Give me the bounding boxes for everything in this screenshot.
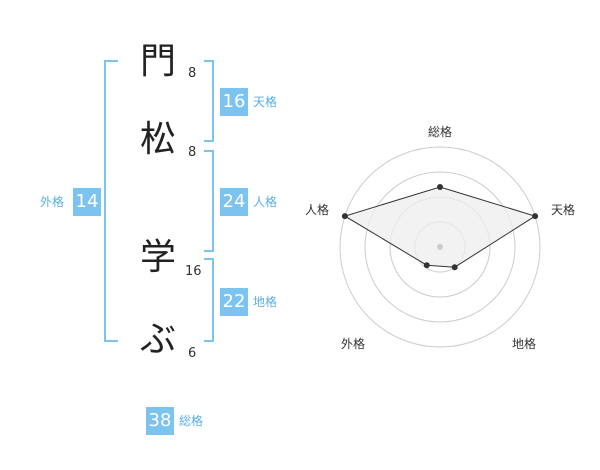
gaikaku-label: 外格 (40, 195, 65, 209)
jinkaku-badge: 24 (220, 188, 248, 216)
jinkaku-label: 人格 (253, 195, 278, 209)
radar-center-dot (437, 244, 443, 250)
chikaku-label: 地格 (253, 295, 278, 309)
name-char-1: 門 (139, 41, 176, 82)
stroke-count-4: 6 (188, 346, 197, 361)
radar-point-2 (532, 213, 539, 220)
soukaku-badge: 38 (146, 407, 174, 435)
chikaku-bracket (204, 258, 214, 342)
stroke-count-3: 16 (185, 264, 202, 279)
soukaku-label: 総格 (179, 414, 204, 428)
stroke-count-2: 8 (188, 145, 197, 160)
jinkaku-bracket (204, 150, 214, 252)
radar-label-chikaku: 地格 (511, 337, 536, 351)
tenkaku-bracket (204, 60, 214, 142)
gaikaku-badge: 14 (73, 188, 101, 216)
chikaku-badge: 22 (220, 288, 248, 316)
radar-label-gaikaku: 外格 (340, 337, 365, 351)
radar-polygon (343, 186, 537, 268)
name-char-3: 学 (139, 237, 176, 278)
name-char-4: ぶ (139, 319, 176, 360)
radar-point-4 (423, 262, 430, 269)
stroke-count-1: 8 (188, 66, 197, 81)
radar-label-tenkaku: 天格 (550, 203, 575, 217)
name-char-2: 松 (139, 119, 176, 160)
radar-point-3 (451, 264, 458, 271)
tenkaku-badge: 16 (220, 88, 248, 116)
radar-grid-ring (364, 171, 516, 323)
radar-point-1 (437, 184, 443, 190)
tenkaku-label: 天格 (253, 95, 278, 109)
gaikaku-bracket (104, 60, 118, 342)
radar-label-soukaku: 総格 (427, 125, 452, 139)
radar-point-5 (341, 213, 348, 220)
radar-label-jinkaku: 人格 (304, 203, 329, 217)
radar-chart (310, 110, 570, 370)
radar-svg (339, 146, 541, 348)
